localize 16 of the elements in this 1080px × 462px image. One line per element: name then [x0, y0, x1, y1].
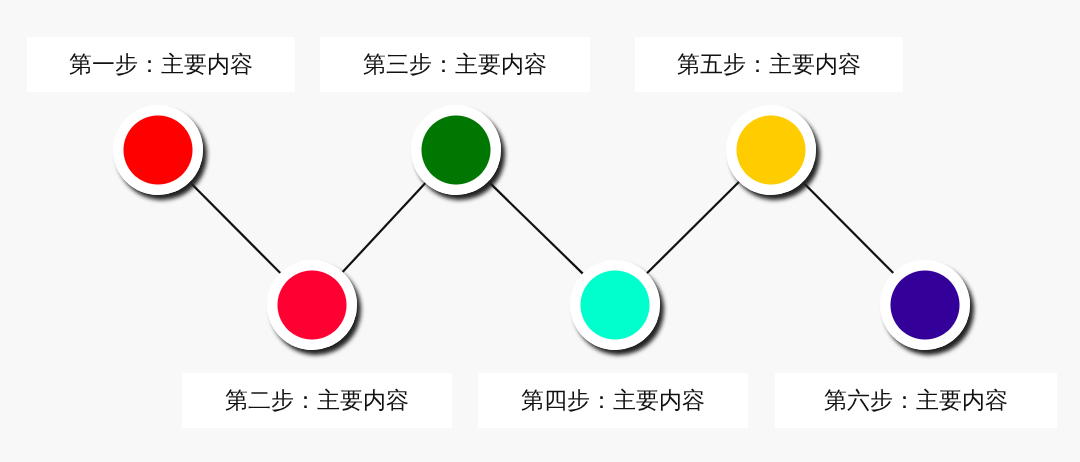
connector-line	[646, 180, 740, 275]
step-label-box: 第五步：主要内容	[635, 37, 903, 92]
connector-line	[188, 181, 282, 274]
step-label-box: 第二步：主要内容	[182, 373, 452, 428]
connector-line	[801, 181, 895, 274]
circle-marker	[267, 260, 357, 350]
step-label-box: 第六步：主要内容	[775, 373, 1057, 428]
circle-marker	[411, 105, 501, 195]
connector-line	[341, 182, 427, 273]
circle-marker	[726, 105, 816, 195]
circle-marker	[570, 260, 660, 350]
step-label-box: 第一步：主要内容	[27, 37, 295, 92]
connector-line	[487, 180, 584, 275]
circle-marker	[880, 260, 970, 350]
step-label-box: 第四步：主要内容	[478, 373, 748, 428]
step-label-box: 第三步：主要内容	[320, 37, 590, 92]
